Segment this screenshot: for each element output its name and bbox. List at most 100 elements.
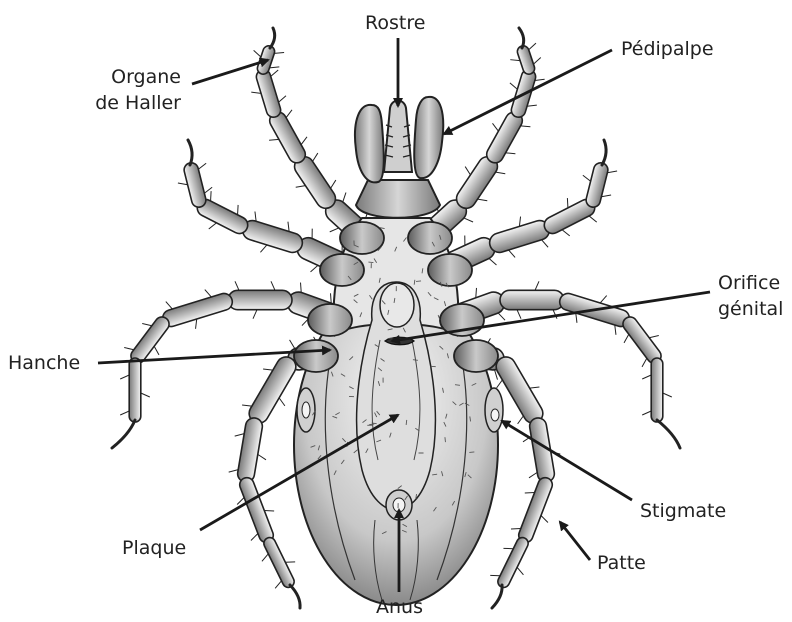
label-organe-de-haller-1: Organe	[103, 66, 181, 88]
leg-bristle	[663, 393, 672, 397]
leg-bristle	[492, 123, 498, 131]
leg-segment	[246, 353, 300, 426]
leg-bristle	[279, 96, 286, 102]
leg-claw	[519, 28, 524, 48]
label-stigmate: Stigmate	[640, 500, 726, 522]
leg-bristle	[271, 281, 275, 290]
leg-bristle	[296, 186, 306, 188]
leg-bristle	[235, 281, 239, 290]
leg-bristle	[124, 348, 134, 350]
leg-bristle	[330, 228, 339, 232]
coxa-left-3	[308, 304, 352, 336]
arrow-stigmate	[502, 421, 632, 500]
leg-bristle	[535, 79, 545, 80]
leg-bristle	[264, 510, 274, 511]
leg-bristle	[260, 245, 266, 252]
leg-bristle	[142, 324, 152, 326]
pedipalp-left	[355, 105, 384, 183]
leg-bristle	[211, 191, 212, 201]
leg-bristle	[311, 265, 318, 272]
leg-bristle	[178, 183, 188, 185]
leg-segment	[585, 161, 610, 208]
leg-bristle	[567, 198, 568, 208]
body-hair	[445, 437, 446, 442]
coxa-right-2	[428, 254, 472, 286]
leg-claw	[492, 585, 502, 608]
leg-bristle	[624, 334, 629, 343]
leg-bristle	[489, 258, 496, 265]
leg-claw	[270, 28, 275, 48]
leg-bristle	[642, 358, 647, 367]
leg-bristle	[242, 405, 252, 406]
leg-bristle	[313, 153, 318, 161]
leg-bristle	[510, 60, 520, 61]
leg-bristle	[642, 411, 651, 415]
leg-bristle	[263, 369, 273, 370]
leg-bristle	[205, 290, 211, 297]
leg-bristle	[510, 83, 517, 89]
label-orifice-genital-1: Orifice	[718, 272, 780, 294]
leg-bristle	[600, 296, 606, 303]
leg-bristle	[288, 222, 289, 232]
leg-bristle	[331, 180, 336, 188]
leg-bristle	[465, 167, 470, 175]
leg-bristle	[270, 67, 280, 68]
leg-bristle	[589, 216, 597, 222]
leg-bristle	[576, 313, 577, 323]
leg-bristle	[251, 92, 261, 93]
leg-claw	[602, 140, 606, 165]
leg-bristle	[209, 223, 217, 229]
leg-bristle	[525, 492, 535, 493]
leg-bristle	[286, 110, 292, 118]
coxa-left-2	[320, 254, 364, 286]
leg-bristle	[583, 175, 591, 181]
coxa-right-1	[408, 222, 452, 254]
leg-bristle	[506, 153, 516, 154]
leg-segment	[236, 417, 263, 484]
leg-bristle	[464, 218, 473, 222]
label-organe-de-haller-2: de Haller	[88, 92, 181, 114]
leg-bristle	[269, 139, 279, 140]
leg-bristle	[154, 346, 159, 355]
leg-segment	[262, 536, 296, 590]
body-hair	[406, 420, 407, 425]
stigmate-left	[297, 388, 315, 432]
label-patte: Patte	[597, 552, 646, 574]
label-pedipalpe: Pédipalpe	[621, 38, 714, 60]
leg-bristle	[521, 126, 531, 127]
leg-bristle	[301, 137, 307, 145]
leg-bristle	[279, 398, 285, 406]
body-hair	[455, 385, 460, 386]
leg-segment	[500, 290, 564, 309]
leg-claw	[290, 585, 300, 608]
body-hair	[368, 262, 373, 263]
leg-bristle	[530, 387, 540, 388]
leg-bristle	[290, 340, 295, 348]
leg-bristle	[229, 470, 239, 472]
leg-bristle	[251, 534, 258, 541]
leg-bristle	[275, 581, 281, 589]
leg-bristle	[198, 163, 206, 169]
body-hair	[416, 281, 421, 282]
label-hanche: Hanche	[8, 352, 80, 374]
leg-bristle	[601, 195, 611, 197]
leg-bristle	[497, 380, 503, 388]
coxa-left-1	[340, 222, 384, 254]
leg-bristle	[496, 172, 506, 174]
leg-bristle	[301, 283, 302, 293]
leg-bristle	[535, 281, 539, 290]
leg-bristle	[343, 193, 346, 202]
coxa-right-4	[454, 340, 498, 372]
leg-bristle	[255, 212, 256, 222]
leg-bristle	[476, 288, 477, 298]
leg-claw	[188, 140, 192, 165]
leg-bristle	[120, 375, 129, 379]
label-plaque: Plaque	[122, 537, 186, 559]
leg-bristle	[511, 528, 521, 529]
leg-bristle	[262, 554, 268, 562]
leg-bristle	[498, 313, 505, 320]
leg-bristle	[519, 217, 520, 227]
leg-bristle	[238, 205, 239, 215]
sternal-oval	[380, 283, 414, 327]
